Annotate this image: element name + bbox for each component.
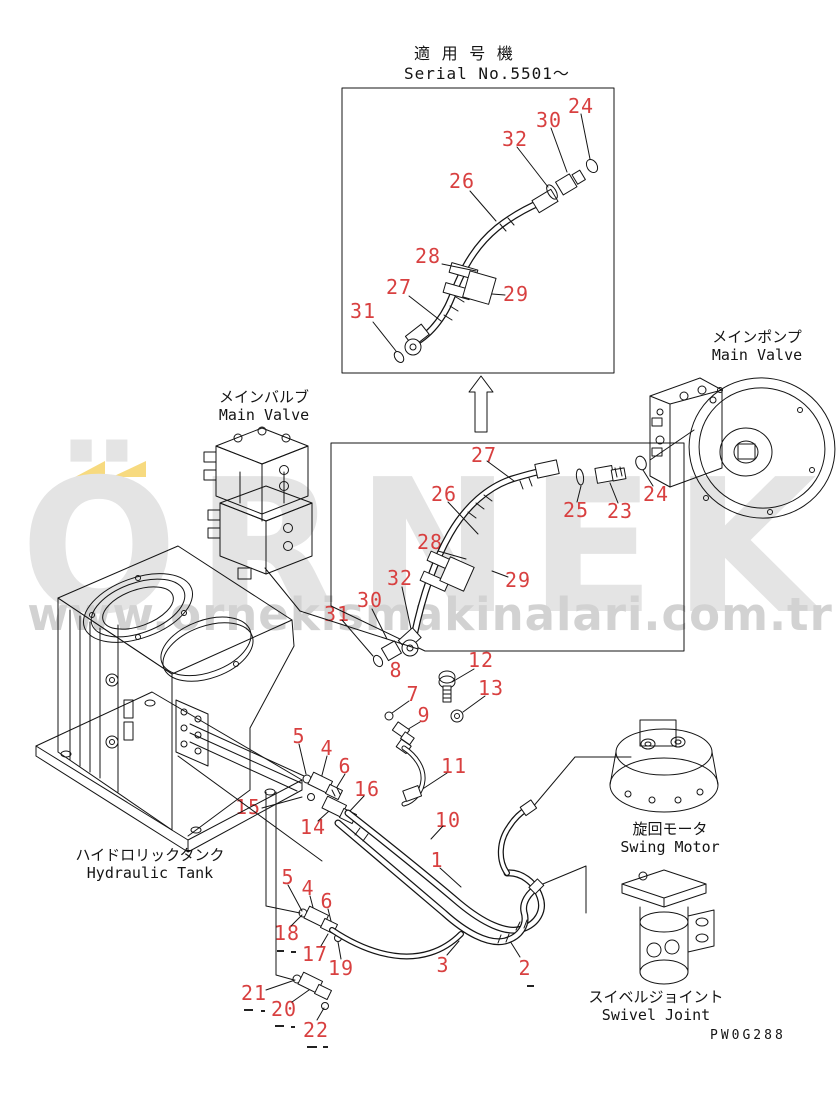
callout-25: 25 — [562, 498, 590, 522]
callout-10: 10 — [434, 808, 462, 832]
label-main-valve-en: Main Valve — [218, 406, 310, 425]
serial-dash — [323, 1046, 328, 1048]
callout-16: 16 — [353, 777, 381, 801]
inset-box — [341, 87, 615, 374]
label-main-pump-en: Main Valve — [711, 346, 803, 365]
callout-27: 27 — [385, 275, 413, 299]
callout-14: 14 — [299, 815, 327, 839]
label-hydraulic-tank-jp: ハイドロリックタンク — [75, 846, 225, 864]
callout-11: 11 — [440, 754, 468, 778]
callout-12: 12 — [467, 648, 495, 672]
swing-motor-drawing — [609, 719, 719, 813]
callout-9: 9 — [417, 703, 431, 727]
callout-4: 4 — [320, 736, 334, 760]
callout-5: 5 — [281, 865, 295, 889]
callout-17: 17 — [301, 942, 329, 966]
callout-29: 29 — [502, 282, 530, 306]
callout-26: 26 — [430, 482, 458, 506]
callout-22: 22 — [302, 1018, 330, 1042]
swivel-joint-drawing — [621, 869, 715, 985]
main-pump-drawing — [649, 377, 836, 519]
detail-box — [330, 429, 695, 668]
callout-4: 4 — [301, 876, 315, 900]
label-swivel-joint-jp: スイベルジョイント — [588, 988, 724, 1006]
callout-20: 20 — [270, 997, 298, 1021]
direction-arrow — [468, 375, 494, 433]
callout-31: 31 — [349, 299, 377, 323]
callout-32: 32 — [386, 566, 414, 590]
serial-dash — [291, 951, 296, 953]
swivel-joint-leader — [537, 865, 587, 914]
serial-dash — [307, 1046, 317, 1048]
callout-6: 6 — [320, 889, 334, 913]
serial-header-jp: 適 用 号 機 — [414, 44, 514, 63]
serial-header-en: Serial No.5501～ — [404, 64, 570, 83]
label-swing-motor-en: Swing Motor — [620, 838, 720, 857]
label-swing-motor-jp: 旋回モータ — [632, 820, 708, 838]
serial-dash — [277, 950, 284, 952]
callout-5: 5 — [292, 724, 306, 748]
serial-dash — [261, 1010, 265, 1012]
label-main-pump-jp: メインポンプ — [712, 328, 802, 346]
callout-3: 3 — [436, 953, 450, 977]
fitting-cluster-upper — [302, 771, 357, 825]
callout-32: 32 — [501, 127, 529, 151]
callout-8: 8 — [389, 658, 403, 682]
callout-31: 31 — [323, 602, 351, 626]
fitting-cluster-mid — [298, 905, 342, 942]
label-main-valve-jp: メインバルブ — [218, 388, 309, 406]
callout-6: 6 — [338, 754, 352, 778]
callout-1: 1 — [430, 848, 444, 872]
callout-13: 13 — [477, 676, 505, 700]
callout-21: 21 — [240, 981, 268, 1005]
callout-30: 30 — [535, 108, 563, 132]
label-hydraulic-tank-en: Hydraulic Tank — [86, 864, 214, 883]
callout-27: 27 — [470, 443, 498, 467]
leader-lines — [261, 460, 654, 1021]
main-valve-drawing — [203, 426, 313, 580]
serial-dash — [275, 1025, 284, 1027]
swing-motor-leader — [531, 756, 632, 809]
fitting-cluster-lower — [292, 971, 332, 1010]
serial-dash — [291, 1026, 295, 1028]
serial-dash — [527, 985, 534, 987]
callout-7: 7 — [406, 682, 420, 706]
serial-dash — [244, 1009, 253, 1011]
callout-28: 28 — [414, 244, 442, 268]
serial-header: 適 用 号 機 Serial No.5501～ — [404, 44, 570, 84]
watermark-url-text: www.ornekismakinalari.com.tr — [27, 588, 833, 641]
callout-19: 19 — [327, 956, 355, 980]
document-number: PW0G288 — [710, 1028, 786, 1043]
callout-28: 28 — [416, 530, 444, 554]
callout-26: 26 — [448, 169, 476, 193]
callout-30: 30 — [356, 588, 384, 612]
callout-24: 24 — [642, 482, 670, 506]
callout-29: 29 — [504, 568, 532, 592]
callout-23: 23 — [606, 499, 634, 523]
label-swivel-joint-en: Swivel Joint — [601, 1006, 711, 1025]
callout-2: 2 — [518, 956, 532, 980]
hydraulic-tank-drawing — [35, 545, 323, 981]
callout-18: 18 — [273, 921, 301, 945]
hoses — [329, 745, 545, 960]
callout-24: 24 — [567, 94, 595, 118]
bolt-and-washers — [384, 670, 464, 755]
